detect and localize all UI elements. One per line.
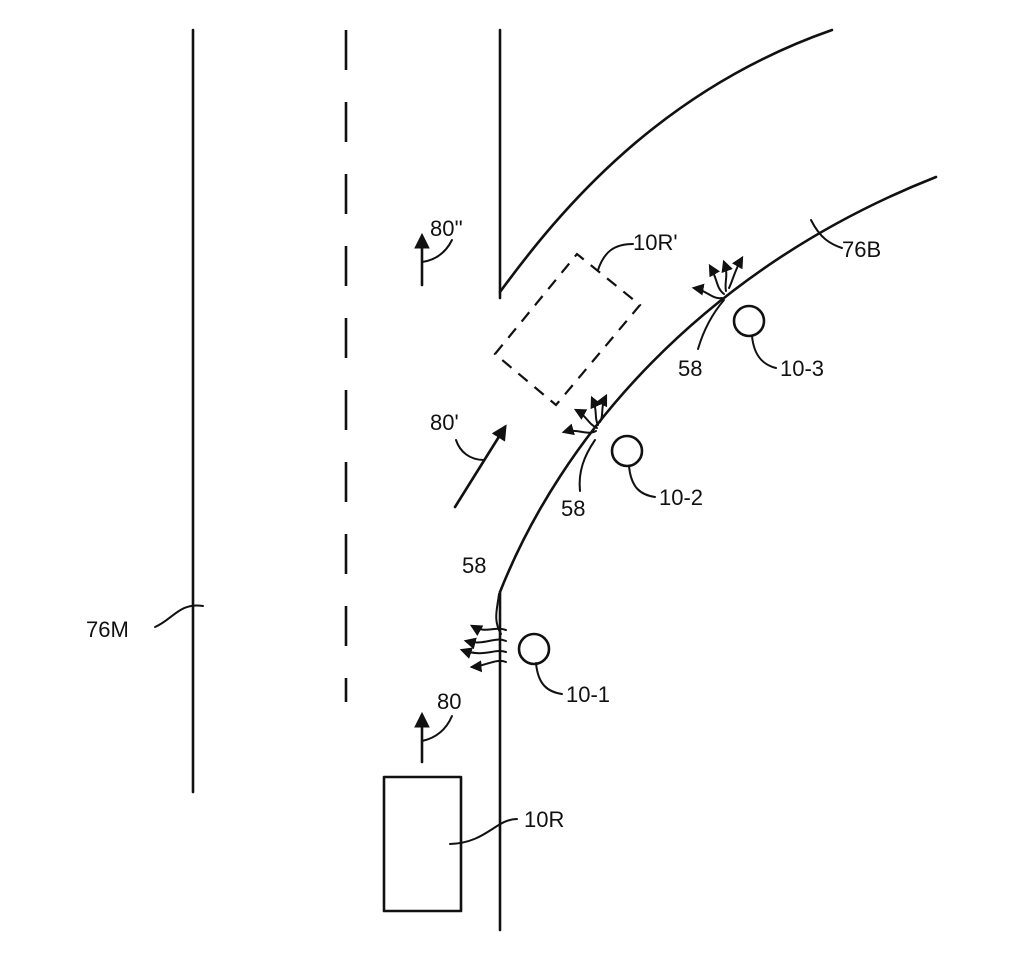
signal-wave-3a (691, 283, 723, 300)
path-80-double-prime-leader (421, 239, 453, 263)
signal-wave-3b (708, 263, 725, 295)
path-80-prime-leader (455, 439, 485, 461)
label-76m: 76M (86, 617, 129, 642)
signal-wave-3d (728, 255, 744, 289)
label-10-1: 10-1 (566, 682, 610, 707)
device-10-3 (732, 304, 766, 338)
leader-10-1 (535, 662, 563, 695)
label-80-prime: 80' (430, 410, 459, 435)
signal-wave-1a (469, 624, 507, 636)
leader-76b (810, 219, 843, 249)
branch-road-outer-edge (498, 28, 834, 294)
signal-58-group-1 (459, 593, 507, 673)
signal-wave-1c (459, 647, 507, 659)
label-58-1: 58 (462, 553, 486, 578)
vehicle-10r-prime-ghost (493, 252, 642, 407)
label-80: 80 (437, 689, 461, 714)
signal-wave-1b (463, 637, 507, 650)
label-80-double-prime: 80'' (430, 216, 463, 241)
leader-76m (154, 604, 204, 628)
signal-58-leader-1 (495, 593, 502, 635)
label-76b: 76B (842, 237, 881, 262)
label-10-2: 10-2 (659, 485, 703, 510)
vehicle-10r (382, 775, 463, 913)
signal-wave-1d (469, 659, 507, 673)
signal-wave-2d (596, 393, 608, 423)
label-58-3: 58 (678, 356, 702, 381)
branch-road-inner-edge (498, 175, 938, 594)
signal-wave-2a (561, 423, 597, 436)
signal-wave-3c (721, 259, 733, 292)
branch-road (498, 28, 938, 594)
main-road (191, 28, 502, 932)
leader-10-2 (628, 465, 656, 498)
signal-wave-2b (573, 408, 598, 429)
path-80-prime-arrow (453, 424, 507, 509)
signal-58-leader-3 (697, 299, 725, 350)
device-10-2 (610, 434, 644, 468)
leader-10r-prime (597, 243, 634, 271)
leader-10r (449, 818, 518, 845)
leader-10-3 (751, 335, 777, 369)
signal-58-group-2 (561, 393, 608, 492)
path-80-leader (421, 715, 453, 742)
device-10-1 (517, 632, 551, 666)
signal-wave-2c (590, 395, 602, 426)
label-10r-prime: 10R' (633, 230, 678, 255)
label-10-3: 10-3 (780, 356, 824, 381)
label-10r: 10R (524, 807, 564, 832)
signal-58-leader-2 (578, 439, 596, 492)
signal-58-group-3 (691, 255, 744, 350)
label-58-2: 58 (561, 496, 585, 521)
